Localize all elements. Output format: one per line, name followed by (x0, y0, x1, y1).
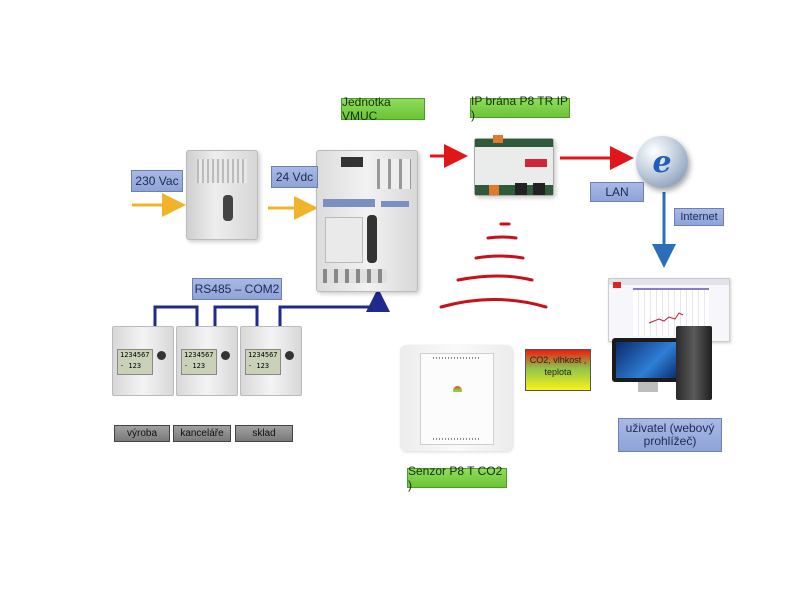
label-internet: Internet (674, 208, 724, 226)
label-vmuc-unit: Jednotka VMUC (341, 95, 425, 123)
label-24-vdc: 24 Vdc (271, 166, 318, 188)
rs485-bus-line (153, 294, 378, 330)
meter-display-bottom: - 123 (120, 362, 142, 370)
label-sensor-values: CO2, vlhkost , teplota (525, 349, 591, 391)
wireless-signal-waves (439, 222, 548, 309)
ip-gateway-device (474, 135, 554, 196)
wave-3 (474, 254, 525, 260)
meter-display-bottom: - 123 (184, 362, 206, 370)
dashboard-trend-line (648, 312, 684, 324)
power-supply-device (186, 150, 258, 240)
user-computer-icon (612, 322, 722, 402)
energy-meters-group: 1234567 - 123 1234567 - 123 1234567 - 12… (112, 326, 312, 396)
vmuc-unit-device (316, 150, 418, 292)
label-230-vac: 230 Vac (131, 170, 183, 192)
energy-meter-1: 1234567 - 123 (112, 326, 174, 396)
label-user-browser: uživatel (webový prohlížeč) (618, 418, 722, 452)
meter-display-top: 1234567 (184, 351, 214, 359)
energy-meter-3: 1234567 - 123 (240, 326, 302, 396)
sensor-led-icon (453, 386, 462, 392)
label-sensor: Senzor P8 T CO2 ) (407, 464, 507, 492)
label-meter-vyroba: výroba (114, 425, 170, 442)
co2-sensor-device (400, 345, 512, 451)
internet-globe-icon: e (636, 136, 688, 188)
label-meter-sklad: sklad (235, 425, 293, 442)
label-lan: LAN (590, 182, 644, 202)
energy-meter-2: 1234567 - 123 (176, 326, 238, 396)
wave-2 (486, 235, 518, 240)
meter-display-top: 1234567 (248, 351, 278, 359)
meter-display-top: 1234567 (120, 351, 150, 359)
wave-4 (456, 274, 534, 282)
label-rs485-com2: RS485 – COM2 (192, 278, 282, 300)
meter-display-bottom: - 123 (248, 362, 270, 370)
wave-5 (439, 298, 548, 309)
label-meter-kancelare: kanceláře (173, 425, 231, 442)
label-ip-gateway: IP brána P8 TR IP ) (470, 94, 570, 122)
web-dashboard-screenshot (608, 278, 730, 342)
